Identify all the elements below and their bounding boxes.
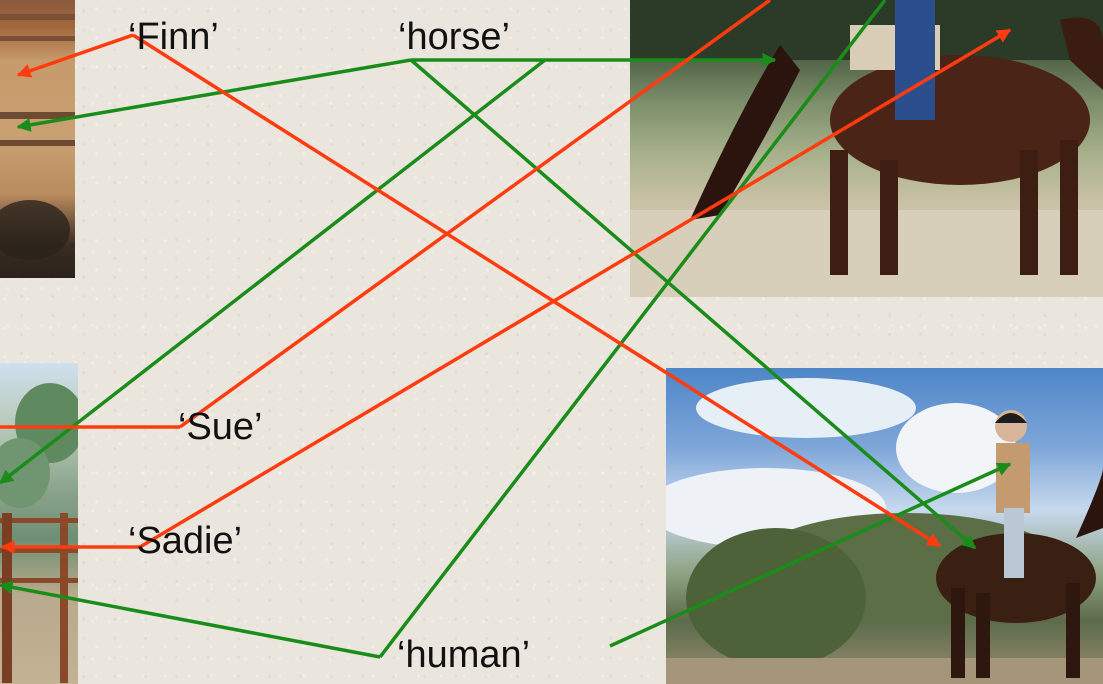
finn-to-br-photo-arrow — [132, 33, 942, 548]
human-to-br-rider-arrow — [609, 462, 1012, 648]
label-sadie: ‘Sadie’ — [128, 520, 243, 562]
human-to-tr-rider-arrow — [378, 0, 887, 659]
label-horse: ‘horse’ — [398, 16, 510, 58]
sue-to-tr-photo-arrow — [178, 0, 772, 429]
horse-with-rider-photo — [630, 0, 1103, 297]
horse-in-corral-photo — [0, 0, 75, 278]
label-sue: ‘Sue’ — [178, 406, 263, 448]
human-to-bl-photo-arrow — [0, 580, 381, 659]
horse-to-br-photo-arrow — [409, 58, 977, 550]
label-finn: ‘Finn’ — [128, 16, 219, 58]
finn-to-tl-photo-arrow — [16, 33, 134, 78]
label-human: ‘human’ — [397, 634, 531, 676]
horse-to-tl-photo-arrow — [16, 58, 412, 132]
horse-to-bl-photo-arrow — [0, 58, 547, 485]
sadie-to-tr-photo-arrow — [139, 28, 1012, 549]
